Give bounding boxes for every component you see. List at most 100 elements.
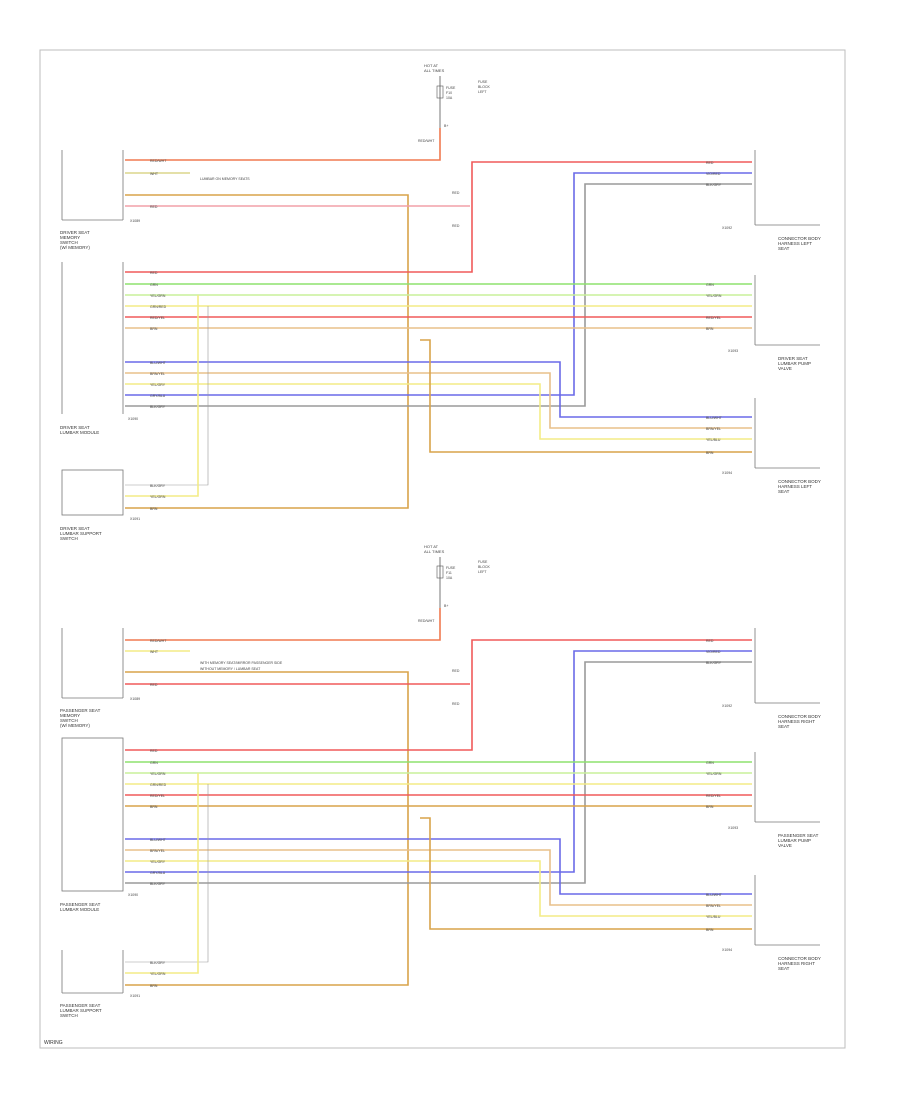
bottom-right-3-label-3: SEAT: [778, 966, 790, 971]
wire-label: BRN/YEL: [706, 904, 721, 908]
top-switch-connector: X1089: [130, 219, 140, 223]
wire-label: RED: [452, 224, 460, 228]
bottom-lumbar-switch-label-2: LUMBAR SUPPORT: [60, 1008, 102, 1013]
wire-label: RED: [706, 161, 714, 165]
bottom-right-2-connector: X1093: [728, 826, 738, 830]
wire-label: BRN: [706, 805, 714, 809]
bottom-wires: [125, 608, 752, 986]
bottom-switch-label-4: (W/ MEMORY): [60, 723, 90, 728]
wire-label: BRN/YEL: [706, 427, 721, 431]
wire-label: RED: [706, 639, 714, 643]
wire-label: GRN: [706, 283, 714, 287]
bottom-right-1-label-3: SEAT: [778, 724, 790, 729]
bottom-fuse-label-1: FUSE: [446, 566, 456, 570]
bottom-right-2-label-2: LUMBAR PUMP: [778, 838, 811, 843]
wire-label: RED/YEL: [150, 794, 165, 798]
bottom-right-1-label-2: HARNESS RIGHT: [778, 719, 815, 724]
bottom-switch-label-2: MEMORY: [60, 713, 80, 718]
wire-label: BRN: [150, 507, 158, 511]
top-wire-labels: RED/WHT WHT RED RED RED RED VIO/RED BLK/…: [150, 159, 723, 511]
top-right-2-label-3: VALVE: [778, 366, 792, 371]
bottom-note-2: WITHOUT MEMORY / LUMBAR SEAT: [200, 667, 261, 671]
top-bus-label: B+: [444, 124, 448, 128]
bottom-right-2-label-1: PASSENGER SEAT: [778, 833, 819, 838]
bottom-lumbar-module-connector: X1090: [128, 893, 138, 897]
top-fuse-icon: [436, 85, 444, 99]
bottom-switch-component: PASSENGER SEAT MEMORY SWITCH (W/ MEMORY)…: [60, 628, 283, 728]
wire-label: BLK/GRY: [706, 661, 722, 665]
top-right-3-label-2: HARNESS LEFT: [778, 484, 812, 489]
top-right-1-label-2: HARNESS LEFT: [778, 241, 812, 246]
bottom-wire-labels: RED/WHT WHT RED RED RED RED VIO/RED BLK/…: [150, 639, 723, 988]
wire-label: GRN: [706, 761, 714, 765]
top-right-3-label-3: SEAT: [778, 489, 790, 494]
wire-label: GRN: [150, 761, 158, 765]
wire-label: YEL/GRN: [150, 294, 166, 298]
bottom-switch-connector: X1089: [130, 697, 140, 701]
bottom-fuse-note-2: BLOCK: [478, 565, 491, 569]
bottom-right-1-connector: X1092: [722, 704, 732, 708]
wire-label: RED/WHT: [150, 159, 167, 163]
wire-label: YEL/GRN: [150, 495, 166, 499]
wire-label: YEL/GRN: [150, 972, 166, 976]
wire-label: BLK/GRY: [706, 183, 722, 187]
bottom-power-wire-label: RED/WHT: [418, 619, 435, 623]
top-lumbar-switch-component: DRIVER SEAT LUMBAR SUPPORT SWITCH X1091: [60, 469, 140, 541]
top-fuse-label-2: F10: [446, 91, 452, 95]
top-lumbar-module-label-2: LUMBAR MODULE: [60, 430, 99, 435]
bottom-lumbar-module-label-2: LUMBAR MODULE: [60, 907, 99, 912]
wire-label: RED: [150, 749, 158, 753]
wire-label: YEL/GRY: [150, 860, 166, 864]
wire-label: RED: [150, 271, 158, 275]
wire-label: BRN: [706, 451, 714, 455]
top-fuse-note-3: LEFT: [478, 90, 487, 94]
wire-label: RED/YEL: [150, 316, 165, 320]
top-right-3-connector: X1094: [722, 471, 732, 475]
wire-label: BLU/WHT: [706, 893, 723, 897]
bottom-lumbar-module-label-1: PASSENGER SEAT: [60, 902, 101, 907]
top-power-label-1: HOT AT: [424, 63, 439, 68]
bottom-bus-label: B+: [444, 604, 448, 608]
bottom-right-connector-2: PASSENGER SEAT LUMBAR PUMP VALVE X1093: [728, 752, 820, 848]
top-power-wire-label: RED/WHT: [418, 139, 435, 143]
bottom-fuse-icon: [436, 565, 444, 579]
top-right-1-label-3: SEAT: [778, 246, 790, 251]
top-fuse-label-3: 10A: [446, 96, 453, 100]
wire-label: BLU/WHT: [150, 838, 167, 842]
wire-label: VIO/RED: [706, 650, 721, 654]
wire-label: YEL/GRY: [150, 383, 166, 387]
top-switch-label-2: MEMORY: [60, 235, 80, 240]
wire-label: GRN/RED: [150, 305, 167, 309]
wire-label: BRN/YEL: [150, 849, 165, 853]
top-power-source: HOT AT ALL TIMES FUSE F10 10A FUSE BLOCK…: [418, 63, 491, 143]
bottom-power-source: HOT AT ALL TIMES FUSE F11 10A FUSE BLOCK…: [418, 544, 491, 623]
bottom-right-3-label-1: CONNECTOR BODY: [778, 956, 821, 961]
top-right-2-label-2: LUMBAR PUMP: [778, 361, 811, 366]
wire-label: GRY/BLU: [150, 394, 166, 398]
wire-label: BRN/YEL: [150, 372, 165, 376]
top-fuse-note-1: FUSE: [478, 80, 488, 84]
top-lumbar-module-label-1: DRIVER SEAT: [60, 425, 90, 430]
top-right-1-connector: X1092: [722, 226, 732, 230]
wire-label: RED: [452, 669, 460, 673]
top-right-connector-2: DRIVER SEAT LUMBAR PUMP VALVE X1093: [728, 275, 820, 371]
top-lumbar-module-connector: X1090: [128, 417, 138, 421]
bottom-fuse-label-2: F11: [446, 571, 452, 575]
diagram-border: [39, 49, 846, 1049]
top-lumbar-switch-label-2: LUMBAR SUPPORT: [60, 531, 102, 536]
wire-label: GRN: [150, 283, 158, 287]
wire-label: RED: [150, 205, 158, 209]
wire-label: BLK/GRY: [150, 405, 166, 409]
wire-label: YEL/GRN: [706, 294, 722, 298]
top-switch-label-3: SWITCH: [60, 240, 78, 245]
footer-label: WIRING: [44, 1040, 63, 1046]
wire-label: YEL/BLU: [706, 438, 721, 442]
wire-label: YEL/GRN: [150, 772, 166, 776]
wire-label: RED/YEL: [706, 316, 721, 320]
bottom-switch-label-1: PASSENGER SEAT: [60, 708, 101, 713]
wire-label: BRN: [150, 984, 158, 988]
wire-label: RED: [452, 191, 460, 195]
wire-label: RED/WHT: [150, 639, 167, 643]
bottom-right-1-label-1: CONNECTOR BODY: [778, 714, 821, 719]
